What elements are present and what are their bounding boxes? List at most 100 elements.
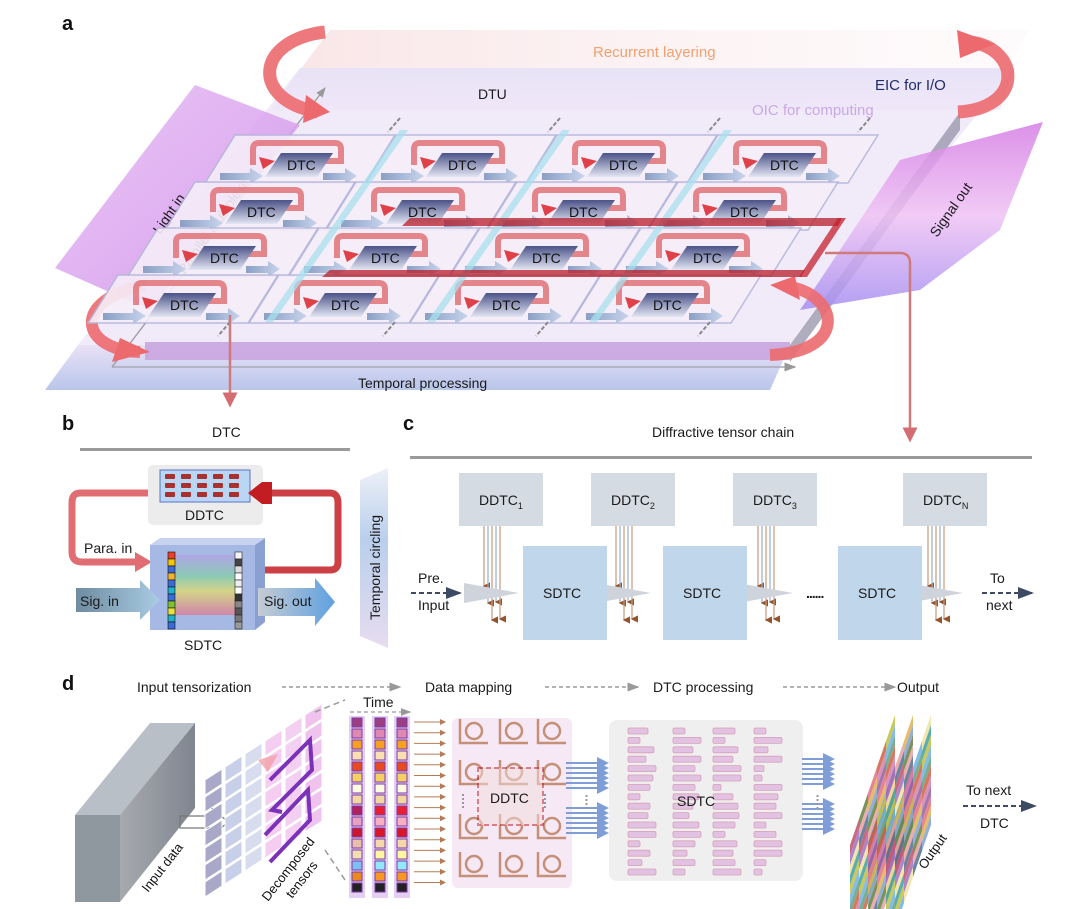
ddtc-pixel	[197, 474, 207, 479]
sdtc-bar	[712, 737, 726, 744]
ring	[464, 721, 484, 741]
output-pixel	[904, 745, 913, 781]
dtc-input-arrow	[703, 168, 746, 184]
output-pixel	[886, 715, 895, 751]
output-pixel	[859, 833, 868, 869]
output-pixel	[886, 735, 895, 771]
sdtc-bar	[672, 831, 702, 838]
output-pixel	[886, 829, 895, 865]
output-pixel	[877, 863, 886, 899]
dtc-label: DTC	[693, 250, 722, 266]
ring-waveguide	[458, 852, 488, 878]
sdtc-bar	[627, 784, 651, 791]
dtc-cell: DTC	[203, 134, 397, 184]
output-pixel	[886, 745, 895, 781]
output-stack	[850, 715, 931, 909]
dtu-label: DTU	[478, 86, 507, 102]
dtc-loop-arrow	[572, 140, 666, 165]
dtc-loop-arrowhead	[665, 250, 681, 262]
output-pixel	[850, 819, 859, 855]
dtc-output-arrow	[323, 168, 357, 184]
output-pixel	[898, 893, 904, 909]
tensor-cell	[244, 776, 263, 804]
sdtc-bar	[627, 802, 651, 810]
sdtc-output-pixel	[234, 593, 243, 602]
sdtc-input-pixel	[167, 586, 176, 595]
output-pixel	[886, 725, 895, 761]
tensor-cell	[284, 818, 303, 846]
time-pixel	[396, 772, 408, 783]
time-pixel	[396, 882, 408, 893]
sdtc-bar	[753, 784, 783, 791]
sdtc-unit: SDTC	[523, 546, 607, 640]
ddtc-subscript: 2	[650, 501, 655, 511]
pre-input-label-2: Input	[418, 597, 449, 613]
output-pixel	[868, 839, 877, 875]
tensor-cell	[204, 768, 223, 796]
dtc-loop-arrowhead	[219, 204, 235, 216]
ring	[464, 854, 484, 874]
ddtc-box	[459, 473, 543, 526]
ring-resonator	[458, 852, 488, 878]
panel-b-title-rule	[80, 448, 350, 451]
output-pixel	[877, 853, 886, 889]
ring-resonator	[536, 719, 566, 745]
layer-tick	[217, 321, 231, 337]
dtc-loop-arrowhead	[142, 297, 158, 309]
chain-ellipsis: ......	[806, 585, 823, 601]
para-in-label: Para. in	[84, 540, 132, 556]
sdtc-bar	[627, 746, 655, 754]
time-pixel	[396, 739, 408, 750]
time-pixel	[374, 783, 386, 794]
sdtc-unit: SDTC	[838, 546, 922, 640]
output-pixel	[904, 857, 913, 893]
tensor-highlight-cube	[258, 754, 278, 772]
dtc-block	[587, 153, 655, 177]
time-columns	[349, 716, 410, 898]
highlight-chain-row-top	[402, 218, 842, 226]
tensor-cell	[244, 742, 263, 770]
tensor-cell	[224, 789, 243, 817]
ddtc-pixels	[165, 474, 239, 497]
sdtc-bar	[672, 840, 696, 848]
dtc-cell: DTC	[525, 134, 719, 184]
dtc-output-arrow	[806, 168, 840, 184]
sdtc-bar	[712, 755, 734, 763]
sdtc-output-pixel	[234, 614, 243, 623]
output-pixel	[895, 873, 904, 909]
connector-to-panel-c	[825, 251, 918, 443]
tensor-cell	[204, 819, 223, 847]
dtc-block	[426, 153, 494, 177]
tensor-cell	[224, 772, 243, 800]
output-pixel	[904, 837, 913, 873]
dtc-input-arrow	[220, 168, 263, 184]
output-pixel	[870, 889, 877, 909]
ddtc-box	[903, 473, 987, 526]
sdtc-bar	[672, 727, 686, 735]
sdtc-bar	[712, 831, 726, 838]
dtc-loop-arrow	[693, 187, 787, 212]
sdtc-bar	[672, 849, 688, 857]
dtc-loop-arrow	[411, 140, 505, 165]
output-pixel	[891, 899, 895, 909]
output-pixel	[868, 777, 877, 813]
sdtc-bar	[712, 727, 736, 735]
temporal-circling-label: Temporal circling	[367, 515, 383, 620]
dtc-cell: DTC	[163, 181, 357, 231]
sdtc-bar	[627, 793, 641, 801]
input-data-block-side	[75, 815, 120, 902]
dtc-output-arrow	[484, 168, 518, 184]
time-pixel	[374, 728, 386, 739]
dtc-block	[349, 246, 417, 270]
output-pixel	[886, 777, 895, 813]
panel-a: a Recurrent layering DTU EIC for I/O OIC…	[45, 13, 1043, 443]
tensor-cell	[264, 780, 283, 808]
tensor-cell	[244, 810, 263, 838]
recurrent-arrow-top-left	[263, 25, 326, 119]
time-pixel	[374, 750, 386, 761]
sdtc-bar	[753, 727, 767, 735]
ddtc-pixel	[181, 492, 191, 497]
ddtc-pixel	[197, 492, 207, 497]
time-pixel	[351, 860, 363, 871]
dtc-label: DTC	[408, 204, 437, 220]
